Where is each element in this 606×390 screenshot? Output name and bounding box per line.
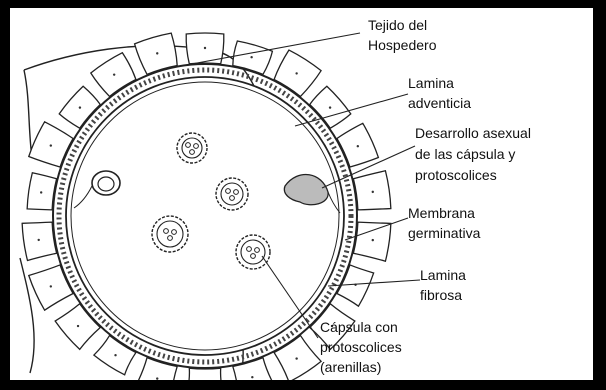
cell-nucleus [50,144,52,146]
label-capsula: Cápsula con protoscolices (arenillas) [320,319,406,375]
labels: Tejido del Hospedero Lamina adventicia D… [320,17,535,375]
capsule [216,178,248,210]
label-fibrosa: Lamina fibrosa [420,267,470,303]
capsule [152,216,188,252]
cell-nucleus [372,239,374,241]
cell-nucleus [329,106,331,108]
label-adventicia: Lamina adventicia [408,75,471,111]
cell-nucleus [114,354,116,356]
label-tejido: Tejido del Hospedero [368,17,437,53]
label-desarrollo: Desarrollo asexual de las cápsula y prot… [415,125,535,183]
host-cell [353,171,390,210]
cell-nucleus [295,72,297,74]
cell-nucleus [357,145,359,147]
capsule [236,235,270,269]
leader-adventicia [295,94,408,126]
cell-nucleus [204,47,206,49]
hydatid-cyst-diagram: Tejido del Hospedero Lamina adventicia D… [10,8,593,380]
membrana-germinativa [66,77,344,355]
cell-nucleus [250,56,252,58]
host-cell [27,173,56,210]
host-cell [187,368,224,380]
cell-nucleus [156,377,158,379]
host-cell [353,222,390,261]
label-germinativa: Membrana germinativa [408,205,481,241]
cell-nucleus [156,52,158,54]
cell-nucleus [38,239,40,241]
host-cell [22,222,56,260]
cell-nucleus [113,73,115,75]
cell-nucleus [50,285,52,287]
cell-nucleus [372,191,374,193]
cell-nucleus [40,191,42,193]
cell-nucleus [251,376,253,378]
cell-nucleus [77,325,79,327]
capsule [177,133,207,163]
diagram-panel: Tejido del Hospedero Lamina adventicia D… [10,8,593,380]
cell-nucleus [295,357,297,359]
host-cell [135,358,178,380]
cyst-layers [53,64,357,368]
cell-nucleus [79,106,81,108]
